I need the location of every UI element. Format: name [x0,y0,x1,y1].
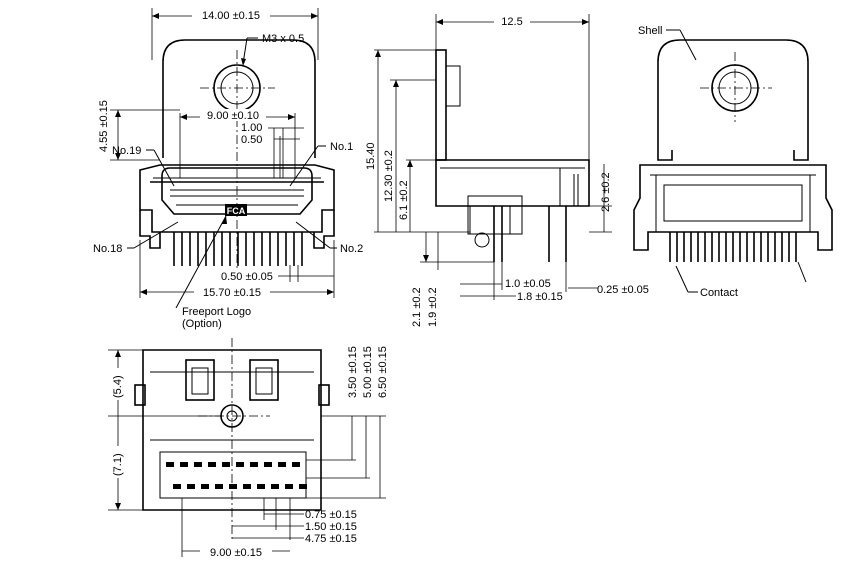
solder-pad [201,484,209,489]
rear-contact-leads [669,232,797,262]
lead-pitch-label: 0.50 ±0.05 [221,271,273,283]
logo-label: Freeport Logo [182,306,251,318]
pcb-bottom-label: 9.00 ±0.15 [210,547,262,557]
solder-pad [271,484,279,489]
front-width-label: 14.00 ±0.15 [202,10,260,22]
solder-pad [222,462,230,467]
solder-pad [215,484,223,489]
pcb-h2-label: (7.1) [112,453,124,476]
solder-pad [208,462,216,467]
side-view: 12.5 15.40 12.30 ±0.2 6.1 ±0.2 [365,14,649,327]
front-contact-leads [173,232,303,266]
logo-option-label: (Option) [182,318,222,330]
standoff-label: 2.6 ±0.2 [600,172,612,212]
pin-span-label: 9.00 ±0.10 [207,110,259,122]
solder-pad [187,484,195,489]
solder-pad [243,484,251,489]
front-height-label: 4.55 ±0.15 [98,100,110,152]
solder-pad [292,462,300,467]
front-view: 14.00 ±0.15 M3 x 0.5 4.55 ±0.15 9.00 ±0.… [93,8,363,330]
pcb-v3-label: 6.50 ±0.15 [377,346,389,398]
side-shell-height-label: 12.30 ±0.2 [383,150,395,202]
pin2-label: No.2 [340,243,363,255]
solder-pad [194,462,202,467]
solder-pad [285,484,293,489]
solder-pad [180,462,188,467]
side-depth-label: 12.5 [501,16,522,28]
pcb-v2-label: 5.00 ±0.15 [362,346,374,398]
pad-array [166,462,307,489]
pitch-2-label: 1.8 ±0.15 [517,291,563,303]
base-width-label: 15.70 ±0.15 [203,287,261,299]
pin18-label: No.18 [93,243,122,255]
solder-pad [264,462,272,467]
pitch-1-label: 1.0 ±0.05 [505,278,551,290]
pin19-label: No.19 [112,145,141,157]
pcb-r1-label: 0.75 ±0.15 [305,509,357,521]
lead-b-label: 1.9 ±0.2 [427,287,439,327]
logo-mark: FCA [227,206,246,216]
pitch-a-label: 1.00 [241,122,262,134]
side-total-height-label: 15.40 [365,142,377,170]
screw-size-label: M3 x 0.5 [262,33,304,45]
pcb-view: (5.4) (7.1) 3.50 ±0.15 5.00 ±0.15 6.50 ±… [108,338,389,559]
contact-label: Contact [700,287,738,299]
solder-pad [236,462,244,467]
pin1-label: No.1 [330,141,353,153]
pitch-b-label: 0.50 [241,134,262,146]
pcb-v1-label: 3.50 ±0.15 [347,346,359,398]
solder-pad [250,462,258,467]
solder-pad [173,484,181,489]
solder-pad [166,462,174,467]
lead-thk-label: 0.25 ±0.05 [597,284,649,296]
lead-a-label: 2.1 ±0.2 [411,287,423,327]
pcb-r3-label: 4.75 ±0.15 [305,533,357,545]
solder-pad [229,484,237,489]
shell-label: Shell [638,25,662,37]
solder-pad [257,484,265,489]
solder-pad [299,484,307,489]
solder-pad [278,462,286,467]
side-body-height-label: 6.1 ±0.2 [398,180,410,220]
pcb-h1-label: (5.4) [112,375,124,398]
pcb-r2-label: 1.50 ±0.15 [305,521,357,533]
rear-view: Shell Contact [633,25,833,299]
